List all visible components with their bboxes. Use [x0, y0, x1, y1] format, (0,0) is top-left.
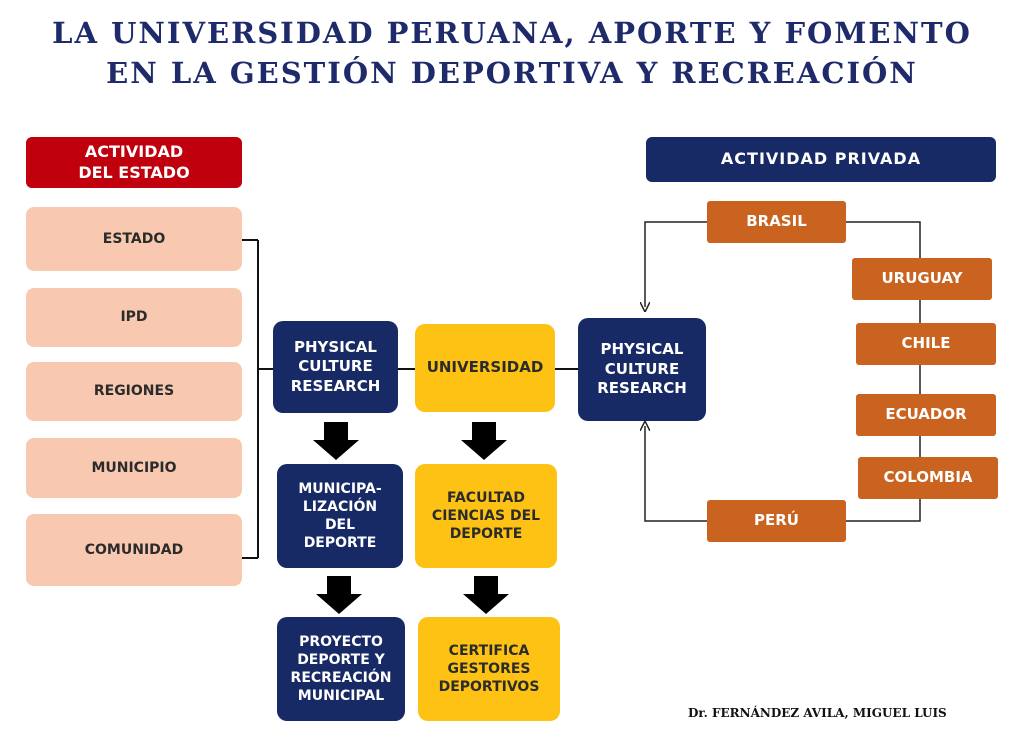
country-brasil: BRASIL	[707, 201, 846, 243]
universidad-box: UNIVERSIDAD	[415, 324, 555, 412]
certifica-box: CERTIFICA GESTORES DEPORTIVOS	[418, 617, 560, 721]
arrow-down-4	[463, 576, 509, 616]
municipalizacion-box: MUNICIPA- LIZACIÓN DEL DEPORTE	[277, 464, 403, 568]
estado-item-municipio: MUNICIPIO	[26, 438, 242, 498]
title-line-2: EN LA GESTIÓN DEPORTIVA Y RECREACIÓN	[106, 56, 918, 90]
country-peru: PERÚ	[707, 500, 846, 542]
estado-item-regiones: REGIONES	[26, 362, 242, 421]
estado-item-comunidad: COMUNIDAD	[26, 514, 242, 586]
proyecto-box: PROYECTO DEPORTE Y RECREACIÓN MUNICIPAL	[277, 617, 405, 721]
estado-item-ipd: IPD	[26, 288, 242, 347]
country-ecuador: ECUADOR	[856, 394, 996, 436]
author-credit: Dr. FERNÁNDEZ AVILA, MIGUEL LUIS	[688, 706, 947, 720]
country-colombia: COLOMBIA	[858, 457, 998, 499]
arrow-down-3	[461, 422, 507, 462]
country-chile: CHILE	[856, 323, 996, 365]
country-uruguay: URUGUAY	[852, 258, 992, 300]
pcr-left-box: PHYSICAL CULTURE RESEARCH	[273, 321, 398, 413]
estado-header: ACTIVIDAD DEL ESTADO	[26, 137, 242, 188]
privada-header: ACTIVIDAD PRIVADA	[646, 137, 996, 182]
arrow-down-1	[313, 422, 359, 462]
arrow-down-2	[316, 576, 362, 616]
title-line-1: LA UNIVERSIDAD PERUANA, APORTE Y FOMENTO	[52, 16, 972, 50]
facultad-box: FACULTAD CIENCIAS DEL DEPORTE	[415, 464, 557, 568]
estado-item-estado: ESTADO	[26, 207, 242, 271]
pcr-right-box: PHYSICAL CULTURE RESEARCH	[578, 318, 706, 421]
